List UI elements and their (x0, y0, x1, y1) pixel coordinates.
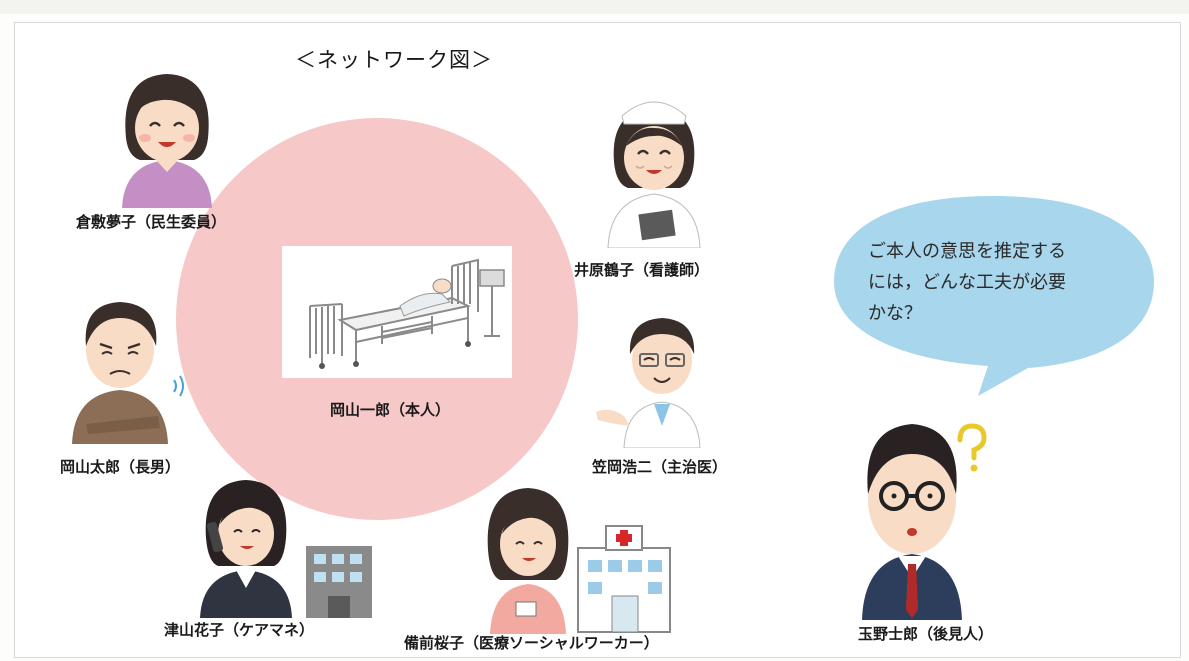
care-manager-label: 津山花子（ケアマネ） (164, 621, 315, 639)
top-strip (0, 0, 1189, 14)
speech-line-2: には，どんな工夫が必要 (868, 272, 1066, 293)
guardian-figure (848, 410, 988, 624)
speech-line-3: かな？ (868, 303, 922, 324)
center-person-label: 岡山一郎（本人） (330, 401, 451, 419)
speech-bubble-text: ご本人の意思を推定する には，どんな工夫が必要 かな？ (868, 236, 1133, 329)
social-worker-figure (486, 484, 686, 638)
care-manager-figure (200, 478, 380, 622)
patient-bed-illustration (282, 246, 512, 378)
guardian-label: 玉野士郎（後見人） (858, 625, 994, 643)
diagram-title: ＜ネットワーク図＞ (295, 48, 493, 72)
welfare-commissioner-label: 倉敷夢子（民生委員） (76, 213, 227, 231)
welfare-commissioner-figure (112, 68, 222, 212)
nurse-label: 井原鶴子（看護師） (574, 261, 710, 279)
nurse-figure (600, 88, 708, 252)
speech-bubble (828, 190, 1158, 404)
doctor-label: 笠岡浩二（主治医） (592, 458, 728, 476)
social-worker-label: 備前桜子（医療ソーシャルワーカー） (404, 634, 659, 652)
eldest-son-figure (62, 294, 192, 448)
doctor-figure (590, 308, 712, 452)
eldest-son-label: 岡山太郎（長男） (60, 458, 181, 476)
speech-line-1: ご本人の意思を推定する (868, 241, 1066, 262)
